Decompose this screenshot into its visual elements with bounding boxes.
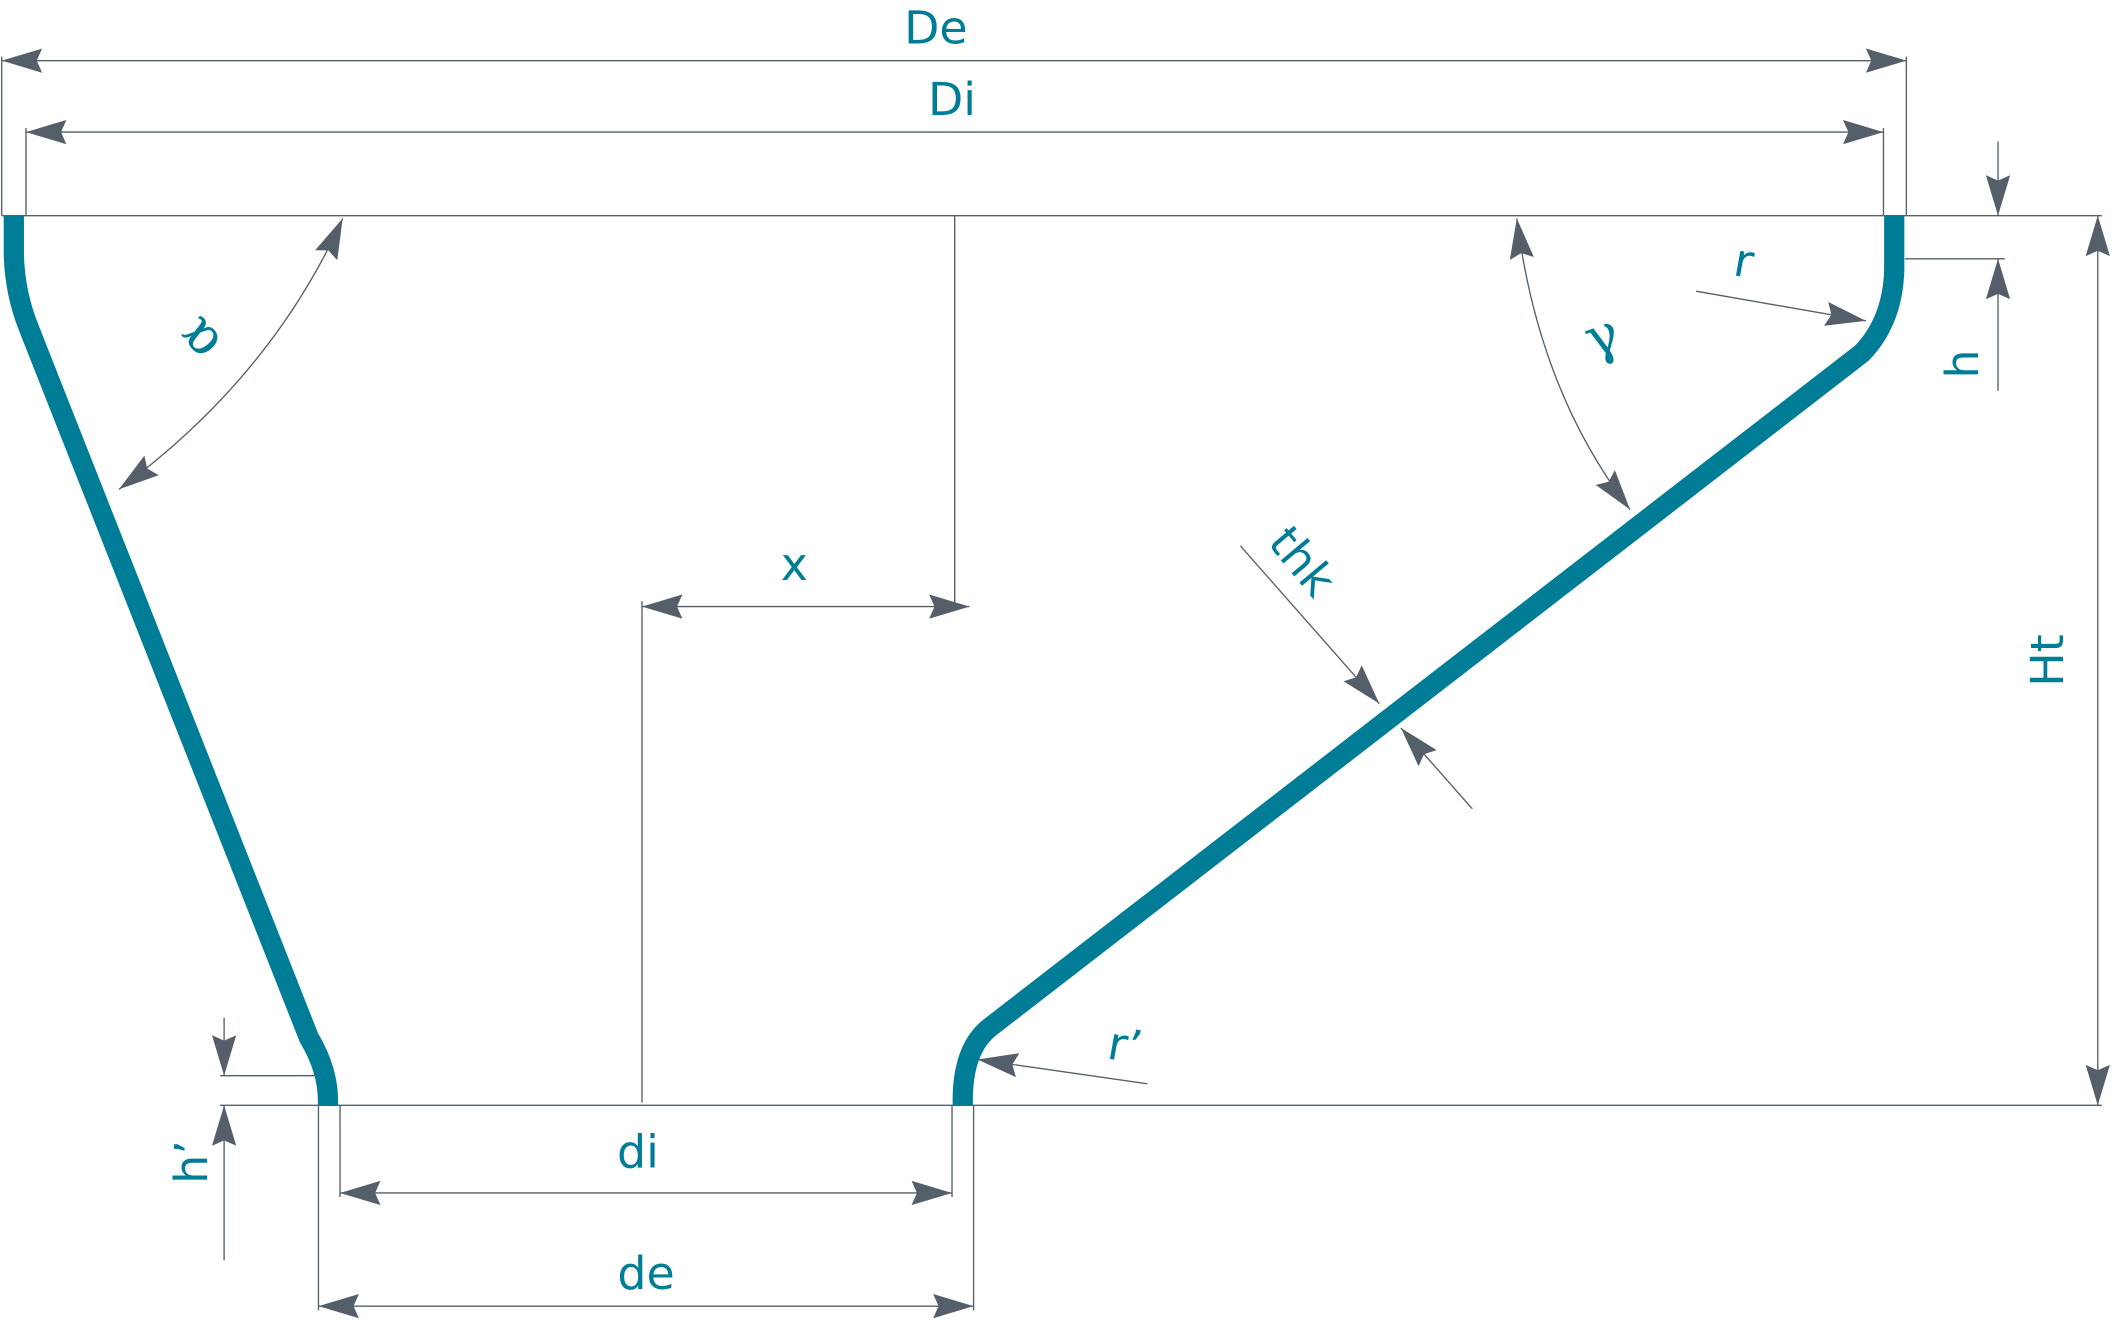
dimension-Di: Di [25,72,1885,216]
label-de: de [617,1246,674,1300]
label-x: x [781,537,808,591]
label-alpha: α [162,306,234,374]
dimension-De: De [1,1,1908,216]
label-h-prime: h’ [164,1140,218,1184]
label-Di: Di [928,72,976,126]
label-De: De [904,1,967,55]
label-r: r [1730,233,1758,289]
left-wall [3,215,339,1106]
label-r-prime: r’ [1104,1016,1146,1075]
angle-gamma: γ [1509,218,1631,510]
label-Ht: Ht [2020,634,2074,686]
radius-r: r [1695,233,1867,326]
dimension-h-prime: h’ [164,1017,318,1261]
label-thk: thk [1258,516,1347,607]
dimension-x: x [641,215,970,1103]
angle-alpha: α [118,218,344,490]
label-gamma: γ [1576,300,1628,370]
dimension-di: di [339,1105,953,1206]
label-di: di [617,1125,659,1179]
thickness-thk: thk [1239,516,1473,810]
right-wall [952,215,1905,1106]
dimension-de: de [317,1105,975,1319]
label-h: h [1935,349,1989,378]
dimension-Ht: Ht [2020,215,2110,1106]
dimension-h: h [1905,141,2011,391]
